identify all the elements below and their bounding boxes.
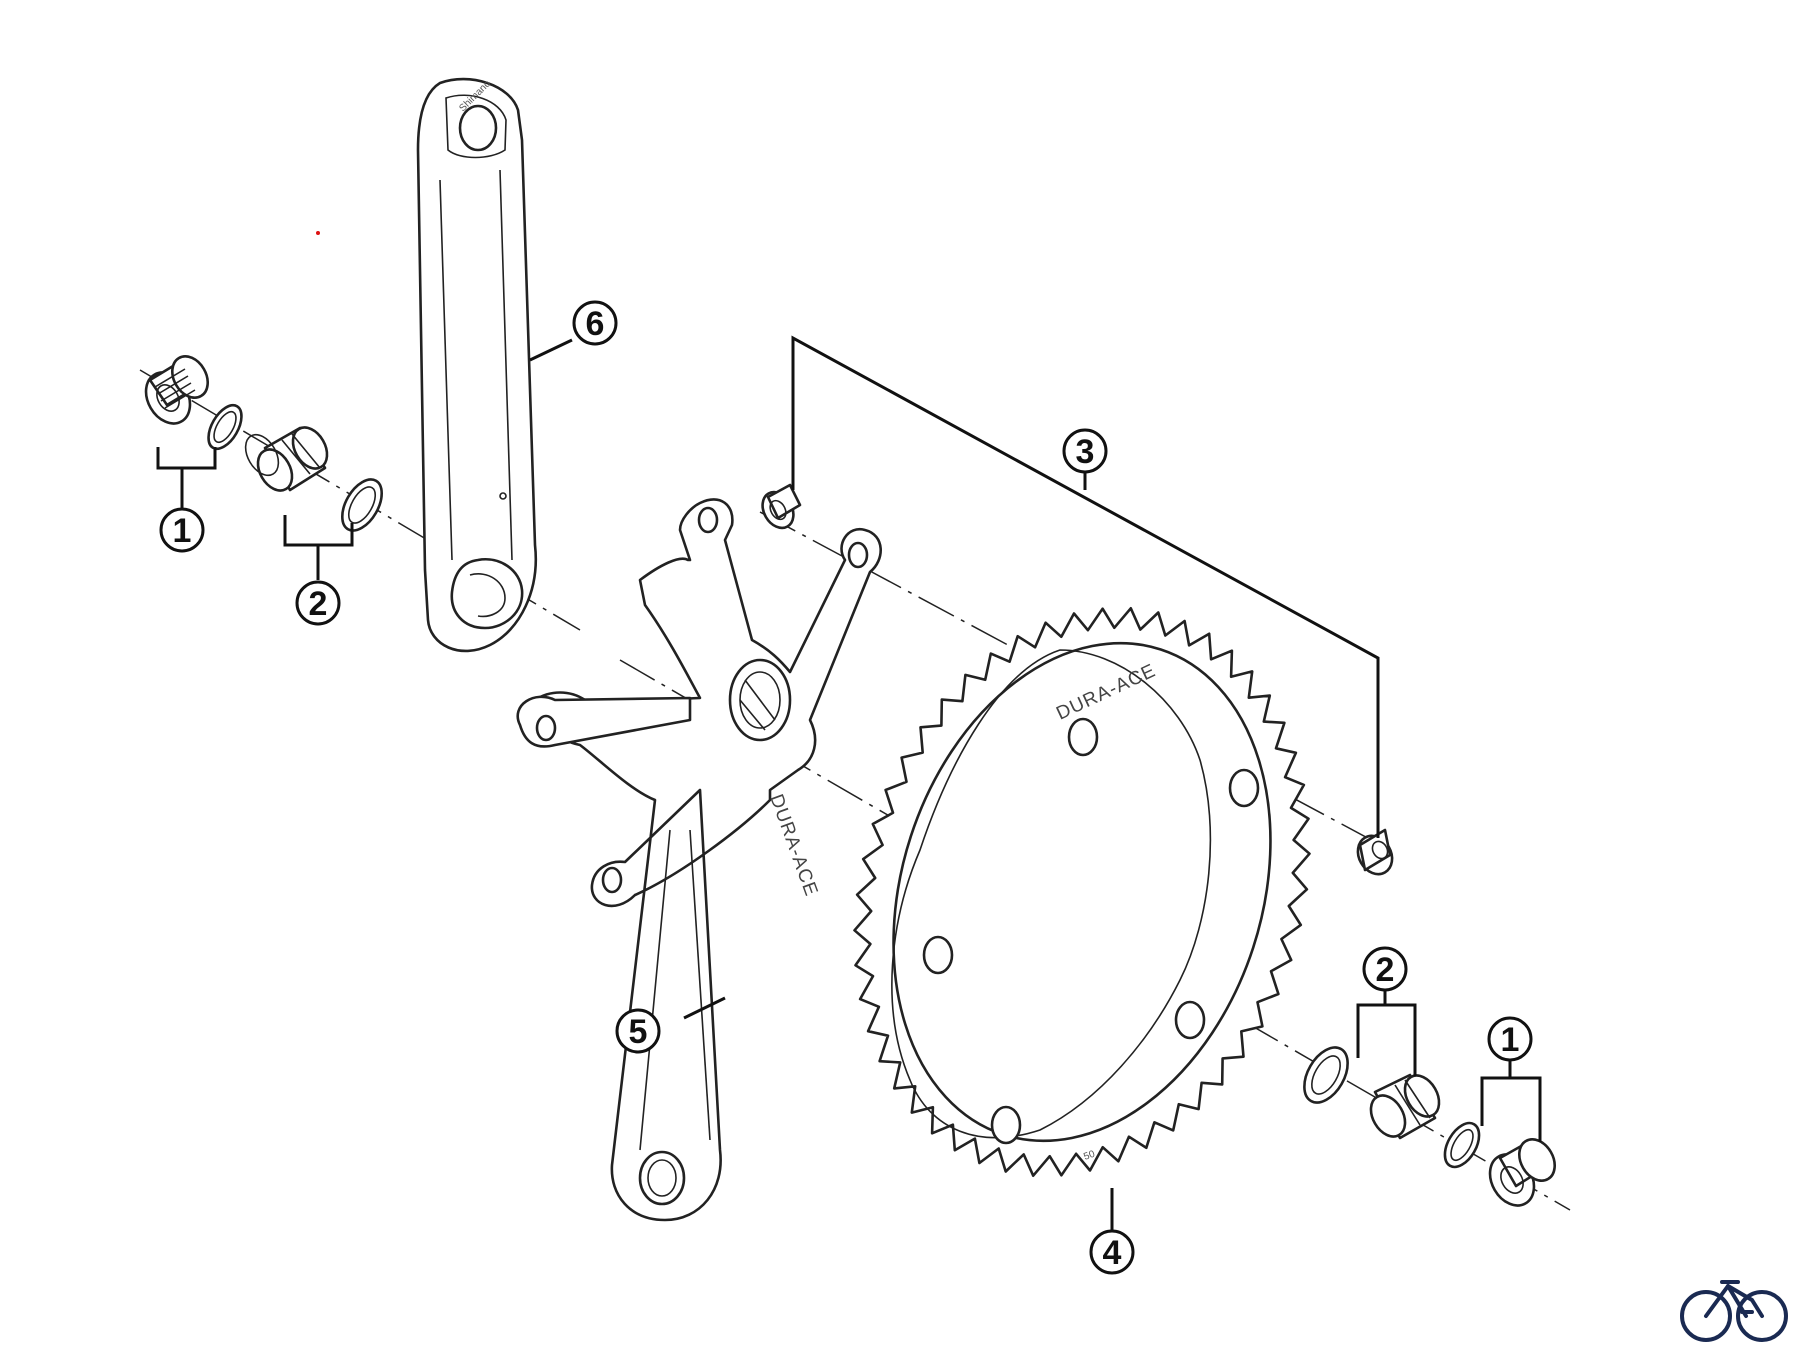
chainring-nut [761, 483, 802, 530]
left-washer-2 [341, 478, 383, 532]
svg-text:6: 6 [586, 305, 605, 343]
left-washer-1 [207, 403, 243, 451]
chainring: DURA-ACE 50 [853, 607, 1311, 1177]
callout-5: 5 [615, 1008, 661, 1054]
svg-text:1: 1 [173, 512, 192, 550]
callout-1-left: 1 [159, 507, 205, 553]
svg-text:2: 2 [1376, 951, 1395, 989]
right-crank-fixing-bolt [1488, 1138, 1556, 1207]
left-crank-fixing-bolt [144, 355, 209, 425]
right-crank-arm-with-spider: DURA-ACE [516, 498, 882, 1222]
svg-text:4: 4 [1103, 1234, 1122, 1272]
callout-4: 4 [1089, 1229, 1135, 1275]
callout-6: 6 [572, 300, 618, 346]
chainring-size-text: 50 [1082, 1149, 1097, 1163]
leader-lines [156, 335, 1542, 1230]
left-crank-arm: Shimano [416, 77, 538, 653]
svg-text:5: 5 [629, 1013, 648, 1051]
svg-text:1: 1 [1501, 1021, 1520, 1059]
callout-2-left: 2 [295, 580, 341, 626]
red-dot-mark [316, 231, 320, 235]
chainring-bolt [1356, 828, 1394, 876]
right-washer-1 [1443, 1121, 1481, 1169]
left-crank-bolt-adapter [244, 426, 329, 492]
callout-2-right: 2 [1362, 946, 1408, 992]
callout-3: 3 [1062, 428, 1108, 474]
right-crank-bolt-adapter [1369, 1073, 1441, 1140]
crank-brand-text: DURA-ACE [765, 792, 821, 900]
svg-text:3: 3 [1076, 433, 1095, 471]
svg-text:2: 2 [309, 585, 328, 623]
callout-1-right: 1 [1487, 1016, 1533, 1062]
right-washer-2 [1303, 1046, 1349, 1104]
bicycle-icon [1680, 1280, 1788, 1342]
